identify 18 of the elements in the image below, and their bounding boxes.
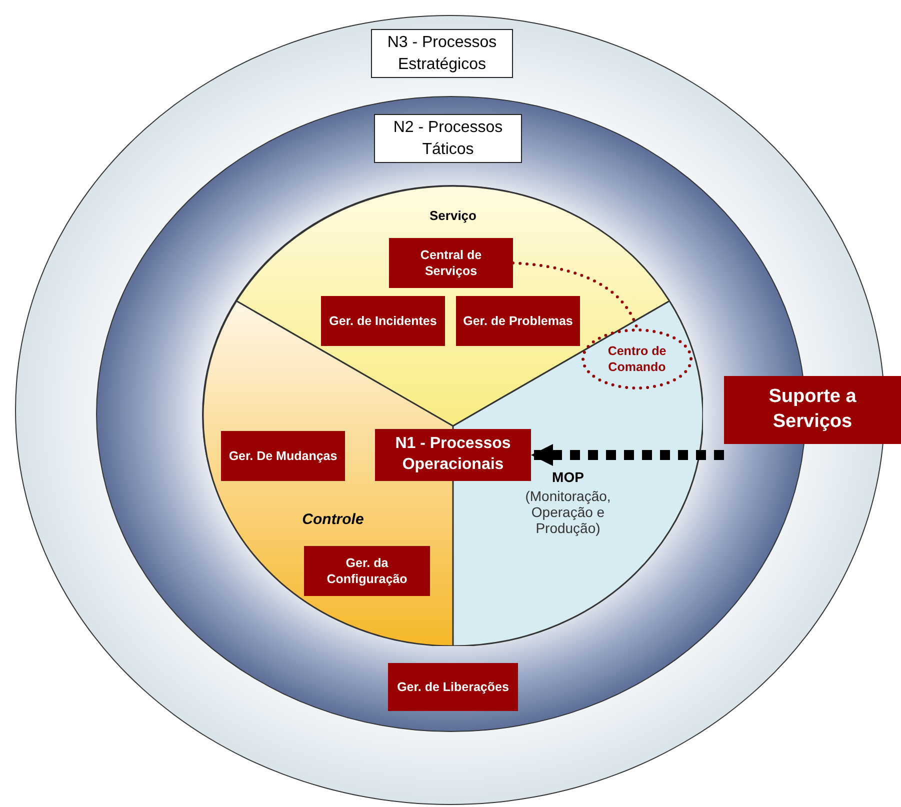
process-box: Central de Serviços [389,238,513,288]
sector-title: Serviço [428,208,478,223]
process-box: Ger. de Incidentes [321,296,445,346]
process-box: Suporte a Serviços [724,376,901,444]
dotted-ellipse [581,328,693,390]
arrow [531,444,724,466]
sector-title: Controle [301,511,365,528]
dotted-line [512,262,638,330]
process-box: N1 - Processos Operacionais [375,429,531,481]
process-box: Ger. de Liberações [388,663,518,711]
process-box: Ger. da Configuração [304,546,430,596]
level-label: N2 - Processos Táticos [374,114,522,164]
level-label: N3 - Processos Estratégicos [371,29,513,78]
sector-title: MOP [551,469,585,485]
process-box: Ger. De Mudanças [221,431,345,481]
sector-note: (Monitoração, Operação e Produção) [524,488,612,536]
process-box: Ger. de Problemas [456,296,580,346]
ellipse-label: Centro de Comando [606,342,668,376]
